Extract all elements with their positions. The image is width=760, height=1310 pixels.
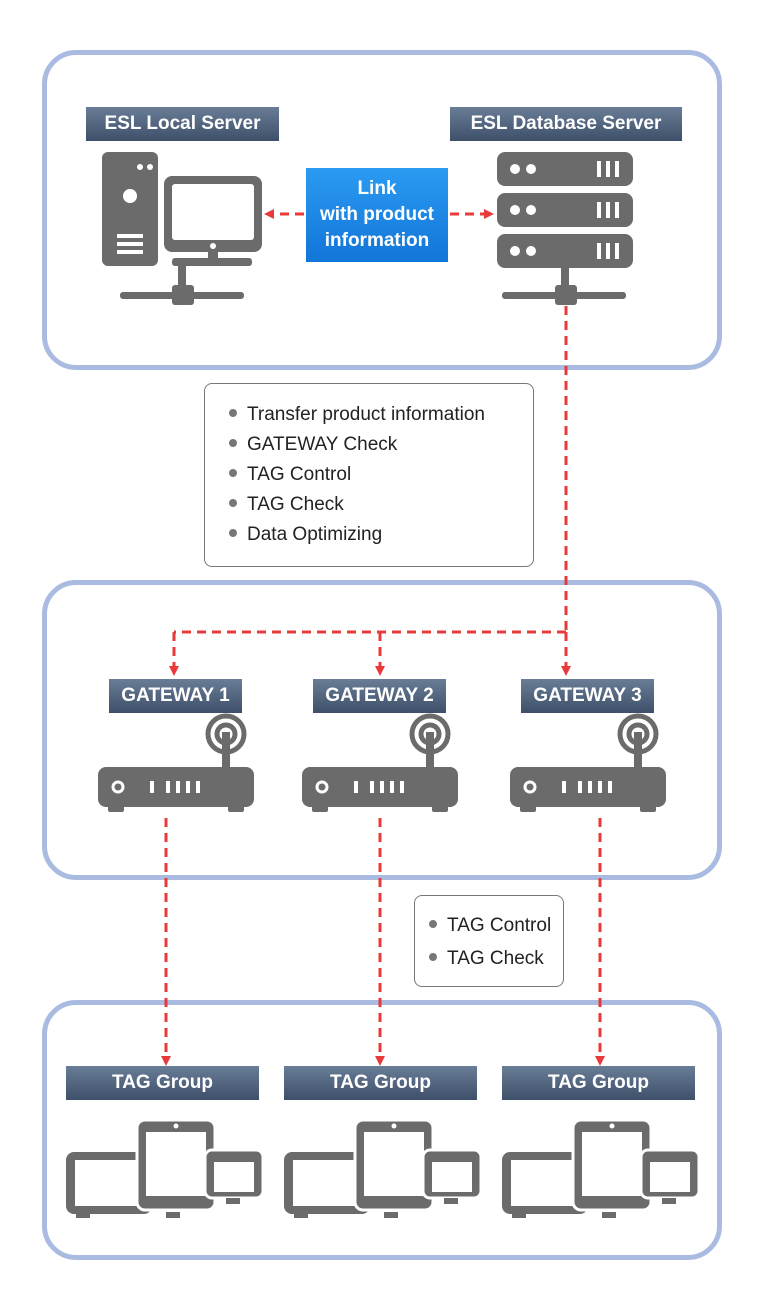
- database-server-label: ESL Database Server: [450, 107, 682, 141]
- gateway-tasks-box: TAG Control TAG Check: [414, 895, 564, 987]
- tag-group-1-label: TAG Group: [66, 1066, 259, 1100]
- link-box-line-3: information: [324, 230, 430, 251]
- tag-group-2-label: TAG Group: [284, 1066, 477, 1100]
- database-server-icon: [497, 152, 633, 305]
- gateway-1-icon: [98, 713, 254, 812]
- gateway-3-icon: [510, 713, 666, 812]
- local-server-icon: [102, 152, 262, 305]
- server-to-gateway-arrows: [169, 306, 571, 676]
- link-box-line-1: Link: [357, 178, 397, 199]
- gateway-2-icon: [302, 713, 458, 812]
- gateway-task-item: TAG Check: [429, 942, 563, 975]
- link-box: Link with product information: [306, 168, 448, 262]
- gateway-to-tag-arrows: [161, 818, 605, 1066]
- server-task-item: Transfer product information: [229, 400, 533, 430]
- server-task-item: TAG Control: [229, 460, 533, 490]
- gateway-3-label: GATEWAY 3: [521, 679, 654, 713]
- gateway-2-label: GATEWAY 2: [313, 679, 446, 713]
- server-task-item: TAG Check: [229, 490, 533, 520]
- local-server-label: ESL Local Server: [86, 107, 279, 141]
- tag-group-1-icon: [66, 1118, 265, 1218]
- link-box-line-2: with product: [320, 204, 434, 225]
- gateway-panel: [42, 580, 722, 880]
- tag-group-3-label: TAG Group: [502, 1066, 695, 1100]
- server-task-item: Data Optimizing: [229, 520, 533, 550]
- server-tasks-box: Transfer product information GATEWAY Che…: [204, 383, 534, 567]
- tag-group-2-icon: [284, 1118, 483, 1218]
- tag-group-3-icon: [502, 1118, 701, 1218]
- gateway-task-item: TAG Control: [429, 909, 563, 942]
- server-task-item: GATEWAY Check: [229, 430, 533, 460]
- gateway-1-label: GATEWAY 1: [109, 679, 242, 713]
